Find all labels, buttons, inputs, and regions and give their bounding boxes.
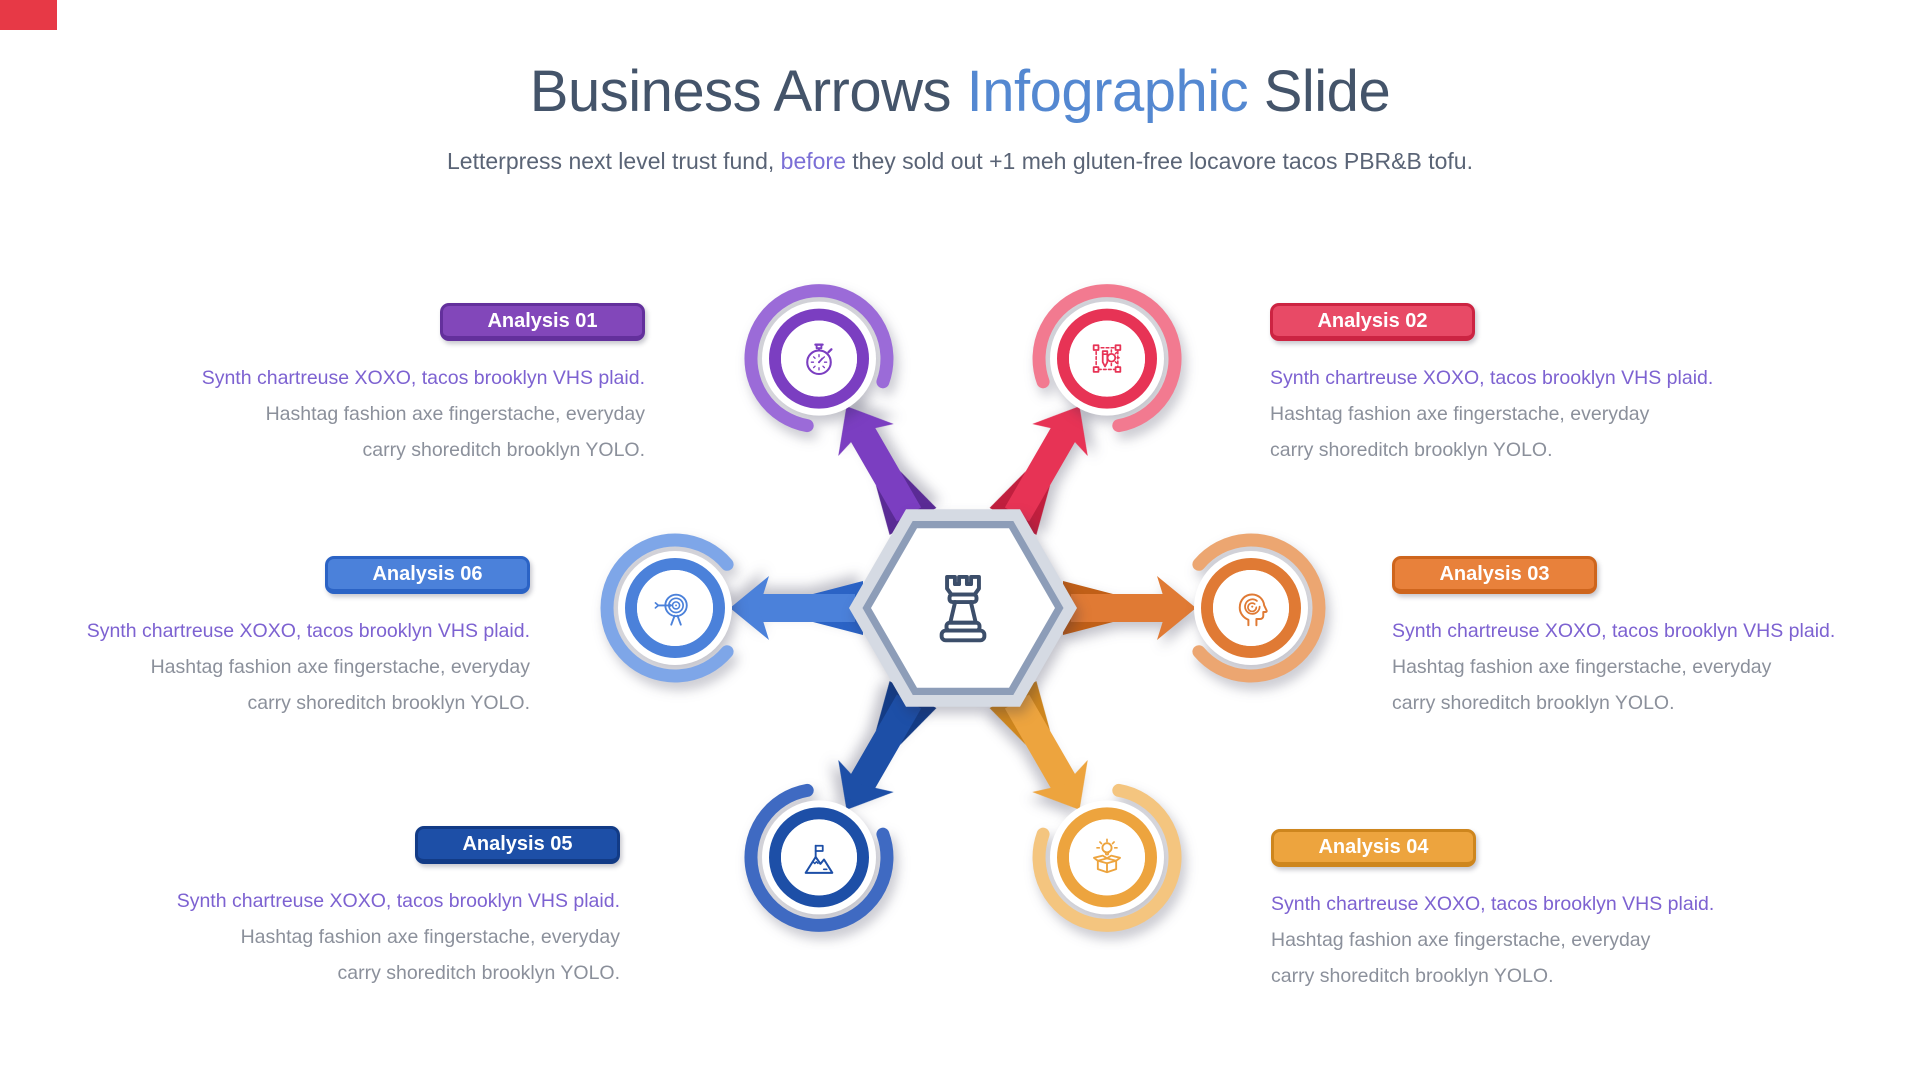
title-part3: Slide: [1248, 59, 1391, 124]
analysis-04-badge: Analysis 04: [1271, 829, 1476, 867]
analysis-01-highlight: Synth chartreuse XOXO, tacos brooklyn VH…: [201, 367, 645, 389]
analysis-04-body-line2: carry shoreditch brooklyn YOLO.: [1271, 965, 1554, 987]
analysis-03-label: Analysis 03: [1439, 563, 1550, 585]
subtitle-accent: before: [780, 148, 846, 174]
analysis-03-body-line2: carry shoreditch brooklyn YOLO.: [1392, 692, 1675, 714]
analysis-02-body-line1: Hashtag fashion axe fingerstache, everyd…: [1270, 403, 1650, 425]
analysis-05-body-line2: carry shoreditch brooklyn YOLO.: [337, 962, 620, 984]
analysis-02-badge: Analysis 02: [1270, 303, 1475, 341]
analysis-01-body-line2: carry shoreditch brooklyn YOLO.: [362, 439, 645, 461]
analysis-06-badge: Analysis 06: [325, 556, 530, 594]
analysis-02-body-line2: carry shoreditch brooklyn YOLO.: [1270, 439, 1553, 461]
arrow-analysis-06: [730, 576, 863, 640]
analysis-01-badge: Analysis 01: [440, 303, 645, 341]
analysis-01-body-line1: Hashtag fashion axe fingerstache, everyd…: [265, 403, 645, 425]
arrow-analysis-03: [1063, 576, 1196, 640]
analysis-03-badge: Analysis 03: [1392, 556, 1597, 594]
rook-icon: [939, 574, 987, 643]
analysis-block-02: Analysis 02 Synth chartreuse XOXO, tacos…: [1270, 303, 1730, 468]
analysis-06-body-line2: carry shoreditch brooklyn YOLO.: [247, 692, 530, 714]
analysis-03-highlight: Synth chartreuse XOXO, tacos brooklyn VH…: [1392, 620, 1836, 642]
analysis-02-highlight: Synth chartreuse XOXO, tacos brooklyn VH…: [1270, 367, 1714, 389]
headmaze-icon: [1238, 593, 1268, 627]
node-circle-analysis-02: [1032, 284, 1182, 433]
analysis-block-04: Analysis 04 Synth chartreuse XOXO, tacos…: [1271, 829, 1731, 994]
analysis-06-highlight: Synth chartreuse XOXO, tacos brooklyn VH…: [86, 620, 530, 642]
node-circle-analysis-04: [1032, 783, 1182, 932]
analysis-block-03: Analysis 03 Synth chartreuse XOXO, tacos…: [1392, 556, 1852, 721]
analysis-block-05: Analysis 05 Synth chartreuse XOXO, tacos…: [160, 826, 620, 991]
arrow-analysis-01: [838, 406, 937, 535]
stopwatch-icon: [806, 343, 833, 376]
analysis-04-label: Analysis 04: [1318, 836, 1429, 858]
analysis-05-label: Analysis 05: [462, 833, 573, 855]
analysis-06-label: Analysis 06: [372, 563, 483, 585]
node-circle-analysis-06: [600, 533, 734, 683]
analysis-block-06: Analysis 06 Synth chartreuse XOXO, tacos…: [70, 556, 530, 721]
arrow-analysis-05: [838, 681, 937, 810]
analysis-04-highlight: Synth chartreuse XOXO, tacos brooklyn VH…: [1271, 893, 1715, 915]
design-icon: [1092, 344, 1122, 373]
node-circle-analysis-03: [1192, 533, 1326, 683]
target-icon: [654, 593, 688, 626]
arrow-analysis-04: [989, 681, 1088, 810]
node-circle-analysis-05: [744, 783, 894, 932]
title-part1: Business Arrows: [529, 59, 967, 124]
center-hexagon: [849, 509, 1077, 707]
subtitle-post: they sold out +1 meh gluten-free locavor…: [845, 148, 1473, 174]
arrow-analysis-02: [989, 406, 1088, 535]
analysis-01-label: Analysis 01: [487, 310, 598, 332]
corner-accent: [0, 0, 57, 30]
analysis-05-body-line1: Hashtag fashion axe fingerstache, everyd…: [240, 926, 620, 948]
infographic-diagram: [600, 284, 1326, 932]
boxidea-icon: [1092, 838, 1122, 874]
page-title: Business Arrows Infographic Slide: [0, 58, 1920, 125]
analysis-02-label: Analysis 02: [1317, 310, 1428, 332]
node-circle-analysis-01: [744, 284, 894, 433]
analysis-03-body-line1: Hashtag fashion axe fingerstache, everyd…: [1392, 656, 1772, 678]
analysis-05-highlight: Synth chartreuse XOXO, tacos brooklyn VH…: [176, 890, 620, 912]
analysis-06-body-line1: Hashtag fashion axe fingerstache, everyd…: [150, 656, 530, 678]
analysis-05-badge: Analysis 05: [415, 826, 620, 864]
analysis-block-01: Analysis 01 Synth chartreuse XOXO, tacos…: [185, 303, 645, 468]
subtitle: Letterpress next level trust fund, befor…: [0, 148, 1920, 175]
mountainflag-icon: [804, 844, 834, 874]
title-accent: Infographic: [966, 59, 1249, 124]
analysis-04-body-line1: Hashtag fashion axe fingerstache, everyd…: [1271, 929, 1651, 951]
subtitle-pre: Letterpress next level trust fund,: [447, 148, 781, 174]
